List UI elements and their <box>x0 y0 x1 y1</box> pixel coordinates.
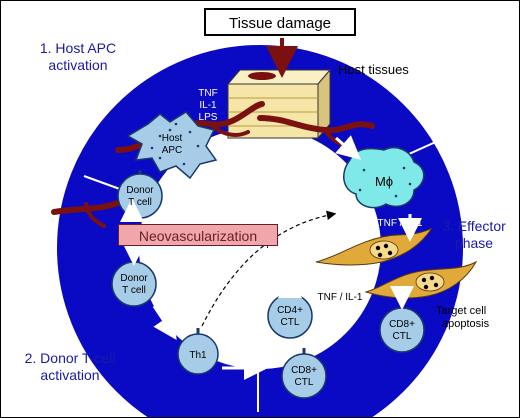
target-cell-label-2: apoptosis <box>442 318 490 330</box>
th1-label: Th1 <box>189 350 207 361</box>
cd4-ctl-1: CD4+ <box>277 305 303 316</box>
step2-line1: 2. Donor T-cell <box>24 350 116 366</box>
target-cell-label-1: Target cell <box>436 305 486 317</box>
ifn-gamma-arrow <box>201 210 337 327</box>
cd4-ctl-2: CTL <box>281 317 300 328</box>
host-apc-cell <box>126 111 218 180</box>
tnf-il1-right: TNF / IL-1 <box>377 218 422 229</box>
step3-line1: 3. Effector <box>442 218 506 234</box>
lps-label: LPS <box>309 156 328 167</box>
host-tissues-label: Host tissues <box>338 62 409 77</box>
host-apc-label-2: APC <box>162 145 183 156</box>
tnf-il1-center: TNF / IL-1 <box>317 292 362 303</box>
cytokine-lps: LPS <box>199 112 218 123</box>
cd8-ctl-bottom-2: CTL <box>295 377 314 388</box>
step1-line2: activation <box>48 57 108 73</box>
cytokine-il1: IL-1 <box>199 100 217 111</box>
neovascularization-label: Neovascularization <box>118 224 278 246</box>
step3-label: 3. Effector phase <box>428 218 520 252</box>
step3-line2: phase <box>454 235 494 251</box>
cd8-ctl-right-2: CTL <box>393 331 412 342</box>
step1-line1: 1. Host APC <box>39 40 117 56</box>
donor-tcell-top-1: Donor <box>126 185 154 196</box>
step1-label: 1. Host APC activation <box>8 40 148 74</box>
macrophage-label: Mϕ <box>375 174 393 189</box>
cd8-ctl-bottom-1: CD8+ <box>291 365 317 376</box>
cd8-ctl-bottom-cell <box>281 348 327 399</box>
host-apc-label-1: Host <box>162 133 183 144</box>
cd8-ctl-right-1: CD8+ <box>389 319 415 330</box>
tissue-damage-box: Tissue damage <box>204 8 356 36</box>
donor-tcell-top-2: T cell <box>128 197 152 208</box>
cytokine-tnf: TNF <box>198 88 217 99</box>
donor-tcell-bottom-1: Donor <box>120 273 148 284</box>
macrophage-cell <box>343 146 425 209</box>
step2-line2: activation <box>40 367 100 383</box>
step2-label: 2. Donor T-cell activation <box>0 350 140 384</box>
donor-tcell-bottom-2: T cell <box>122 285 146 296</box>
th1-cell <box>177 328 219 375</box>
